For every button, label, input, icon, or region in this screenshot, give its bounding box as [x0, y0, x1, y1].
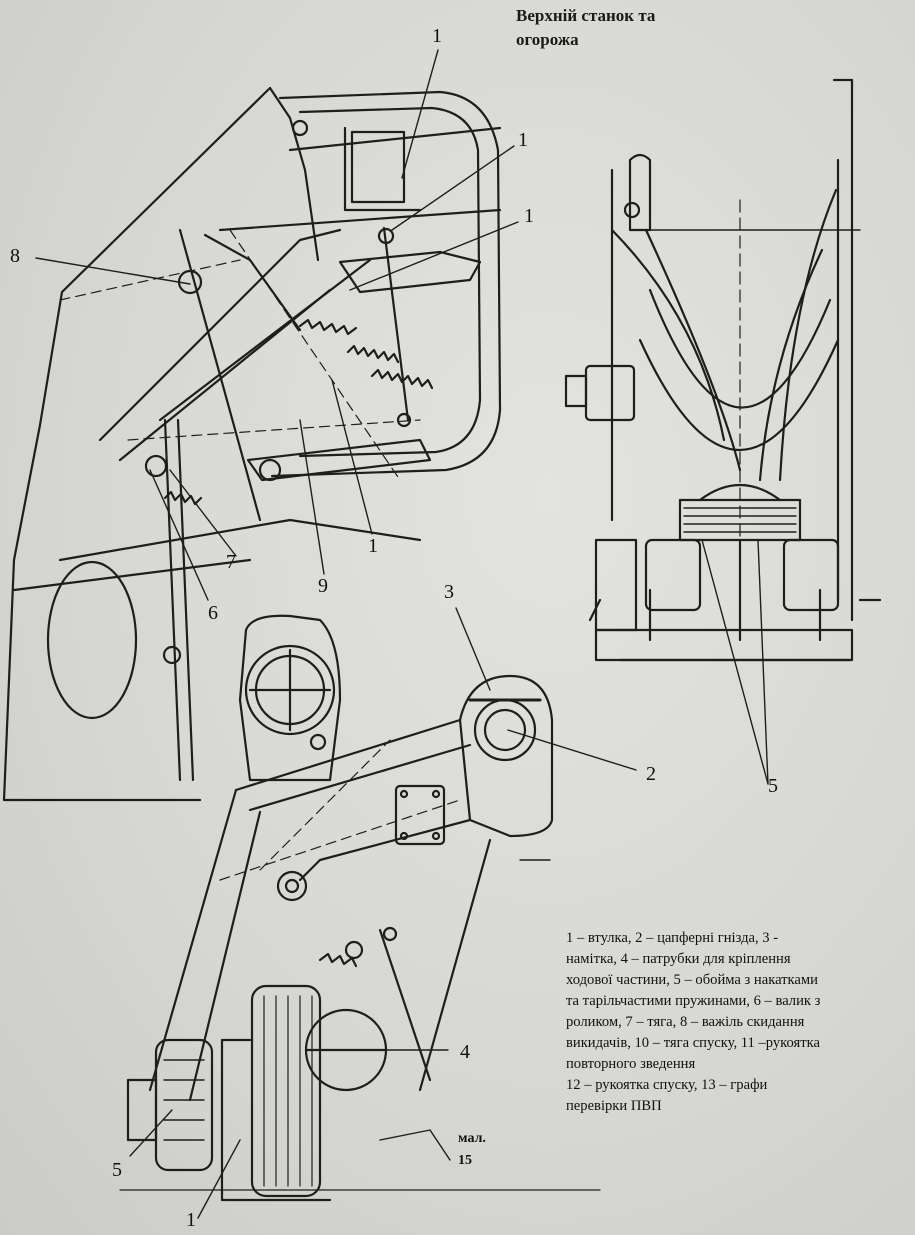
- callout-1: 1: [186, 1209, 196, 1231]
- callout-6: 6: [208, 602, 218, 624]
- callout-5: 5: [112, 1159, 122, 1181]
- side-view-drawing: [119, 614, 601, 1202]
- callout-2: 2: [646, 763, 656, 785]
- callout-7: 7: [226, 551, 236, 573]
- figure-number: мал. 15: [458, 1131, 486, 1168]
- callout-4: 4: [460, 1041, 470, 1063]
- page-title: Верхній станок та огорожа: [516, 6, 656, 49]
- leader-lines: [35, 49, 769, 1219]
- callout-1: 1: [432, 25, 442, 47]
- callout-5: 5: [768, 775, 778, 797]
- callout-3: 3: [444, 581, 454, 603]
- guard-assembly-drawing: [2, 86, 502, 802]
- callout-1: 1: [368, 535, 378, 557]
- callout-1: 1: [518, 129, 528, 151]
- front-view-drawing: [564, 78, 882, 662]
- callout-8: 8: [10, 245, 20, 267]
- legend-text: 1 – втулка, 2 – цапферні гнізда, 3 - нам…: [566, 930, 821, 1114]
- callout-9: 9: [318, 575, 328, 597]
- callout-1: 1: [524, 205, 534, 227]
